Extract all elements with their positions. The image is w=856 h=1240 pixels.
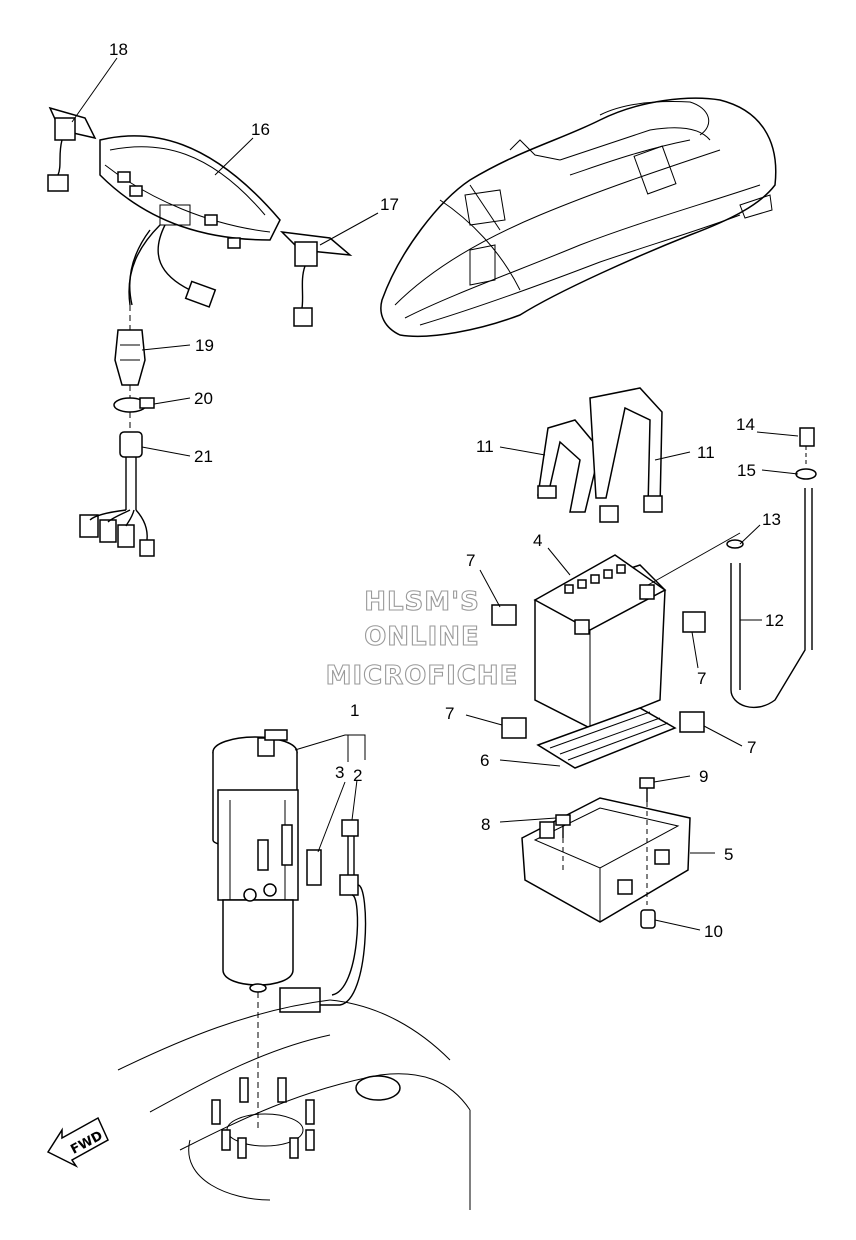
tank-studs <box>211 1077 315 1159</box>
callout-7-lower-left: 7 <box>445 704 454 723</box>
callout-13: 13 <box>762 510 781 529</box>
callout-1: 1 <box>350 701 359 720</box>
callout-16: 16 <box>251 120 270 139</box>
battery-box <box>521 797 691 923</box>
callout-15: 15 <box>737 461 756 480</box>
switch-17 <box>279 230 353 327</box>
callout-17: 17 <box>380 195 399 214</box>
harness-assembly <box>79 305 155 557</box>
callout-21: 21 <box>194 447 213 466</box>
watermark-line-3: MICROFICHE <box>326 661 519 691</box>
watermark-line-1: HLSM'S <box>364 587 480 617</box>
battery-caps <box>564 564 626 594</box>
callout-7-upper-left: 7 <box>466 551 475 570</box>
callout-6: 6 <box>480 751 489 770</box>
callout-14: 14 <box>736 415 755 434</box>
battery <box>533 554 667 729</box>
watermark: HLSM'S ONLINE MICROFICHE <box>325 586 519 691</box>
watermark-line-2: ONLINE <box>364 622 480 652</box>
callout-5: 5 <box>724 845 733 864</box>
callout-19: 19 <box>195 336 214 355</box>
bolts <box>555 777 656 929</box>
fwd-arrow: FWD <box>46 1116 109 1168</box>
callout-8: 8 <box>481 815 490 834</box>
callout-11-left: 11 <box>476 437 494 456</box>
callout-10: 10 <box>704 922 723 941</box>
watercraft-illustration <box>380 97 777 338</box>
callout-11-right: 11 <box>697 443 715 462</box>
callout-3: 3 <box>335 763 344 782</box>
callout-12: 12 <box>765 611 784 630</box>
callout-7-upper-right: 7 <box>697 669 706 688</box>
leader-lines <box>71 57 799 931</box>
callout-7-lower-right: 7 <box>747 738 756 757</box>
fuel-pump <box>212 729 299 1130</box>
callout-20: 20 <box>194 389 213 408</box>
callout-18: 18 <box>109 40 128 59</box>
callout-2: 2 <box>353 766 362 785</box>
fuel-tank <box>117 999 471 1210</box>
switch-18 <box>47 106 97 192</box>
battery-pads <box>491 604 706 739</box>
callout-9: 9 <box>699 767 708 786</box>
pump-harness <box>279 819 367 1013</box>
breather-hose <box>726 427 817 709</box>
callout-4: 4 <box>533 531 542 550</box>
callout-labels: 1 2 3 4 5 6 7 7 7 7 8 9 10 11 11 12 13 1… <box>109 40 784 941</box>
meter-assembly <box>99 135 281 308</box>
battery-mat <box>536 707 677 769</box>
battery-bands <box>537 387 663 523</box>
